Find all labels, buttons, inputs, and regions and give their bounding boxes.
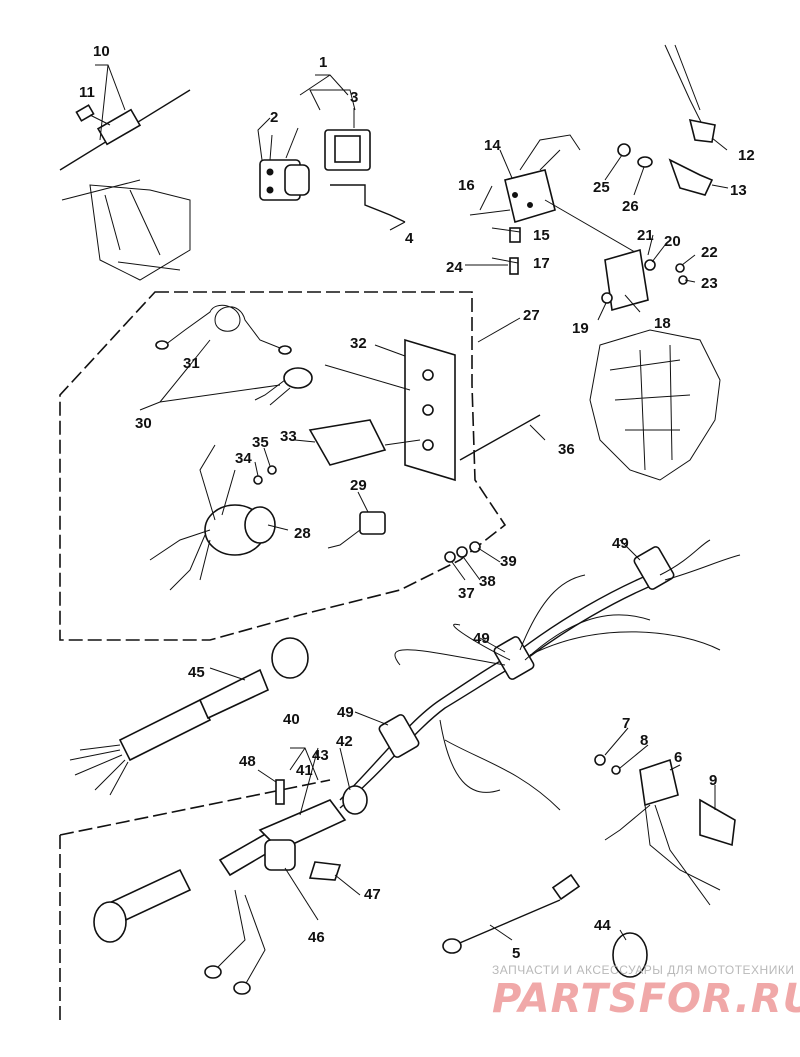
wiring-harness bbox=[339, 539, 741, 811]
callout-c39: 39 bbox=[500, 553, 517, 570]
callout-c2: 2 bbox=[270, 109, 278, 126]
remote-control-parts bbox=[149, 304, 541, 591]
callout-c15: 15 bbox=[533, 227, 550, 244]
watermark: ЗАПЧАСТИ И АКСЕССУАРЫ ДЛЯ МОТОТЕХНИКИ PA… bbox=[492, 963, 800, 1022]
callout-c48: 48 bbox=[239, 753, 256, 770]
callout-c30: 30 bbox=[135, 415, 152, 432]
leader-lines bbox=[89, 64, 729, 941]
callout-c37: 37 bbox=[458, 585, 475, 602]
callout-c49c: 49 bbox=[337, 704, 354, 721]
callout-c47: 47 bbox=[364, 886, 381, 903]
callout-c16: 16 bbox=[458, 177, 475, 194]
callout-c46: 46 bbox=[308, 929, 325, 946]
callout-c25: 25 bbox=[593, 179, 610, 196]
callout-c20: 20 bbox=[664, 233, 681, 250]
callout-c7: 7 bbox=[622, 715, 630, 732]
callout-c5: 5 bbox=[512, 945, 520, 962]
callout-c49a: 49 bbox=[612, 535, 629, 552]
group-outline-lower bbox=[59, 779, 331, 1020]
rectifier-assembly bbox=[594, 754, 736, 906]
callout-c38: 38 bbox=[479, 573, 496, 590]
callout-c10: 10 bbox=[93, 43, 110, 60]
callout-c1: 1 bbox=[319, 54, 327, 71]
callout-c42: 42 bbox=[336, 733, 353, 750]
callout-c6: 6 bbox=[674, 749, 682, 766]
callout-c3: 3 bbox=[350, 89, 358, 106]
callout-c32: 32 bbox=[350, 335, 367, 352]
callout-labels: 1234567891011121314151617181920212223242… bbox=[79, 43, 755, 962]
callout-c8: 8 bbox=[640, 732, 648, 749]
callout-c49b: 49 bbox=[473, 630, 490, 647]
callout-c29: 29 bbox=[350, 477, 367, 494]
callout-c27: 27 bbox=[523, 307, 540, 324]
callout-c40: 40 bbox=[283, 711, 300, 728]
switch-block-assembly bbox=[469, 134, 641, 275]
callout-c23: 23 bbox=[701, 275, 718, 292]
callout-c41: 41 bbox=[296, 762, 313, 779]
lower-harness bbox=[93, 779, 368, 995]
callout-c11: 11 bbox=[79, 84, 95, 101]
callout-c17: 17 bbox=[533, 255, 550, 272]
callout-c36: 36 bbox=[558, 441, 575, 458]
mounting-bracket-assembly bbox=[589, 248, 721, 481]
callout-c4: 4 bbox=[405, 230, 414, 247]
callout-c26: 26 bbox=[622, 198, 639, 215]
callout-c12: 12 bbox=[738, 147, 755, 164]
callout-c33: 33 bbox=[280, 428, 297, 445]
throttle-cable-part bbox=[59, 89, 191, 281]
callout-c18: 18 bbox=[654, 315, 671, 332]
group-outline-upper bbox=[59, 291, 507, 641]
ground-lead-5 bbox=[442, 873, 581, 954]
callout-c31: 31 bbox=[183, 355, 200, 372]
main-cable-45 bbox=[69, 637, 309, 796]
washers-37-38-39 bbox=[444, 541, 481, 563]
callout-c24: 24 bbox=[446, 259, 463, 276]
watermark-brand: PARTSFOR.RU bbox=[492, 976, 800, 1022]
callout-c45: 45 bbox=[188, 664, 205, 681]
callout-c34: 34 bbox=[235, 450, 252, 467]
top-right-bracket-assembly bbox=[617, 44, 716, 196]
watermark-tagline: ЗАПЧАСТИ И АКСЕССУАРЫ ДЛЯ МОТОТЕХНИКИ bbox=[492, 963, 794, 977]
solenoid-assembly bbox=[257, 89, 406, 223]
callout-c44: 44 bbox=[594, 917, 611, 934]
callout-c21: 21 bbox=[637, 227, 654, 244]
callout-c43: 43 bbox=[312, 747, 329, 764]
callout-c13: 13 bbox=[730, 182, 747, 199]
callout-c22: 22 bbox=[701, 244, 718, 261]
callout-c28: 28 bbox=[294, 525, 311, 542]
callout-c19: 19 bbox=[572, 320, 589, 337]
callout-c9: 9 bbox=[709, 772, 717, 789]
callout-c14: 14 bbox=[484, 137, 501, 154]
cap-44 bbox=[612, 932, 648, 978]
callout-c35: 35 bbox=[252, 434, 269, 451]
